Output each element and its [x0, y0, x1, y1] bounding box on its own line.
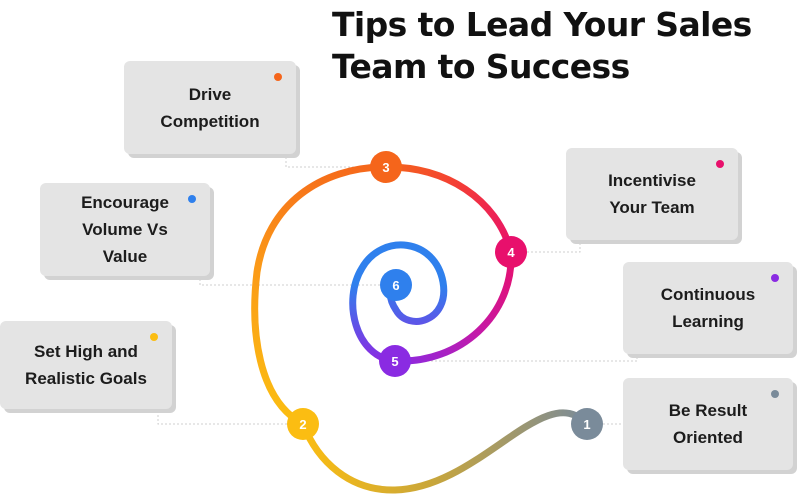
card-drive-competition: Drive Competition	[124, 61, 296, 154]
node-5-circle	[379, 345, 411, 377]
card-4-label: Incentivise Your Team	[608, 171, 696, 217]
spiral-segment-1-2	[299, 409, 591, 494]
card-4-dot	[716, 160, 724, 168]
spiral-segment-3-4	[382, 163, 515, 256]
node-4: 4	[495, 236, 527, 268]
connector-2	[157, 408, 303, 425]
card-be-result-oriented: Be Result Oriented	[623, 378, 793, 470]
card-6-label: Encourage Volume Vs Value	[81, 193, 169, 266]
node-3: 3	[370, 151, 402, 183]
node-1: 1	[571, 408, 603, 440]
spiral-path	[251, 163, 591, 494]
connector-5	[395, 354, 638, 362]
card-3-label: Drive Competition	[160, 84, 260, 131]
card-incentivise-team: Incentivise Your Team	[566, 148, 738, 240]
card-5-dot	[771, 274, 779, 282]
card-encourage-volume-vs-value: Encourage Volume Vs Value	[40, 183, 210, 276]
card-set-high-goals: Set High and Realistic Goals	[0, 321, 172, 409]
card-1-dot	[771, 390, 779, 398]
diagram-title: Tips to Lead Your Sales Team to Success	[332, 4, 797, 88]
node-5: 5	[379, 345, 411, 377]
card-2-label: Set High and Realistic Goals	[25, 342, 147, 388]
node-4-number: 4	[507, 245, 515, 260]
title-line-1: Tips to Lead Your Sales	[332, 5, 752, 44]
node-4-circle	[495, 236, 527, 268]
card-5-label: Continuous Learning	[660, 285, 756, 331]
title-line-2: Team to Success	[332, 47, 630, 86]
node-6-number: 6	[392, 278, 399, 293]
node-6: 6	[380, 269, 412, 301]
node-2-number: 2	[299, 417, 306, 432]
card-2-dot	[150, 333, 158, 341]
node-3-circle	[370, 151, 402, 183]
node-6-circle	[380, 269, 412, 301]
node-3-number: 3	[382, 160, 389, 175]
connector-lines	[157, 154, 638, 425]
node-2: 2	[287, 408, 319, 440]
node-5-number: 5	[391, 354, 398, 369]
card-6-dot	[188, 195, 196, 203]
card-3-dot	[274, 73, 282, 81]
node-1-number: 1	[583, 417, 590, 432]
card-continuous-learning: Continuous Learning	[623, 262, 793, 354]
connector-6	[199, 276, 396, 286]
node-1-circle	[571, 408, 603, 440]
connector-4	[511, 240, 581, 253]
spiral-segment-4-5	[391, 248, 515, 365]
spiral-segment-5-6	[349, 241, 448, 365]
spiral-segment-2-3	[251, 163, 390, 428]
node-2-circle	[287, 408, 319, 440]
card-1-label: Be Result Oriented	[668, 401, 748, 447]
